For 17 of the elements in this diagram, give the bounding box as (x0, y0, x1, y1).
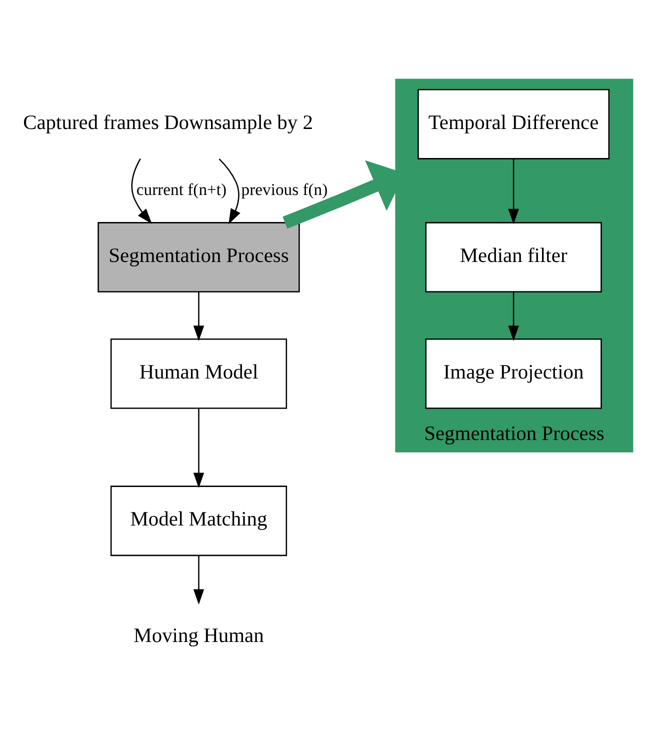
edge-label: current f(n+t) (136, 180, 227, 199)
arrow (508, 158, 519, 224)
node-box: Image Projection (425, 338, 602, 408)
node-text: Captured frames Downsample by 2 (23, 112, 313, 134)
edge-label: previous f(n) (241, 180, 328, 199)
node-box: Median filter (425, 222, 602, 292)
arrow (193, 292, 204, 341)
node-text: Moving Human (134, 624, 264, 647)
arrow (193, 408, 204, 488)
node-box: Model Matching (110, 485, 288, 556)
node-box: Temporal Difference (418, 88, 610, 159)
arrow (218, 158, 240, 224)
node-box: Human Model (110, 338, 288, 408)
node-box: Segmentation Process (98, 222, 300, 292)
arrow (508, 292, 519, 341)
arrow (193, 555, 204, 604)
arrow (131, 158, 152, 224)
